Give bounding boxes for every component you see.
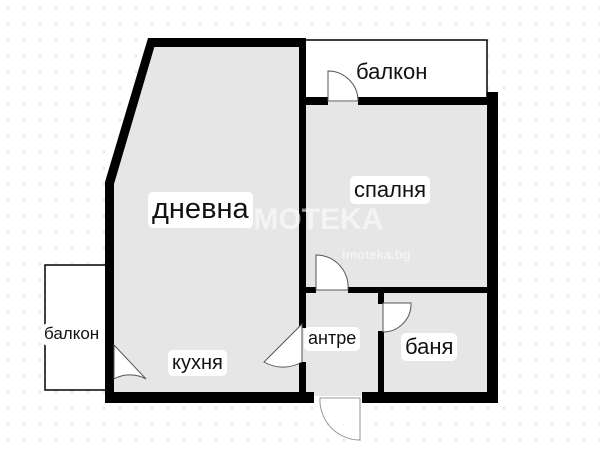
room-label-hall: антре <box>304 327 361 351</box>
room-label-kitchen: кухня <box>168 350 227 376</box>
walls <box>105 38 498 403</box>
entrance-door-icon <box>319 397 361 441</box>
room-label-living: дневна <box>148 192 253 228</box>
hall-door-icon <box>263 322 303 368</box>
doors <box>113 70 412 441</box>
bathroom-door-icon <box>382 302 412 333</box>
bedroom-door-icon <box>315 254 349 291</box>
room-label-balcony-top: балкон <box>354 59 430 85</box>
balcony-door-icon <box>327 70 359 102</box>
room-label-bedroom: спалня <box>350 176 431 205</box>
left-balcony-door-icon <box>113 343 147 380</box>
room-label-balcony-left: балкон <box>43 323 101 346</box>
watermark-brand: IMOTEKA <box>245 203 384 236</box>
room-label-bathroom: баня <box>401 333 458 362</box>
watermark-url: imoteka.bg <box>342 247 411 262</box>
